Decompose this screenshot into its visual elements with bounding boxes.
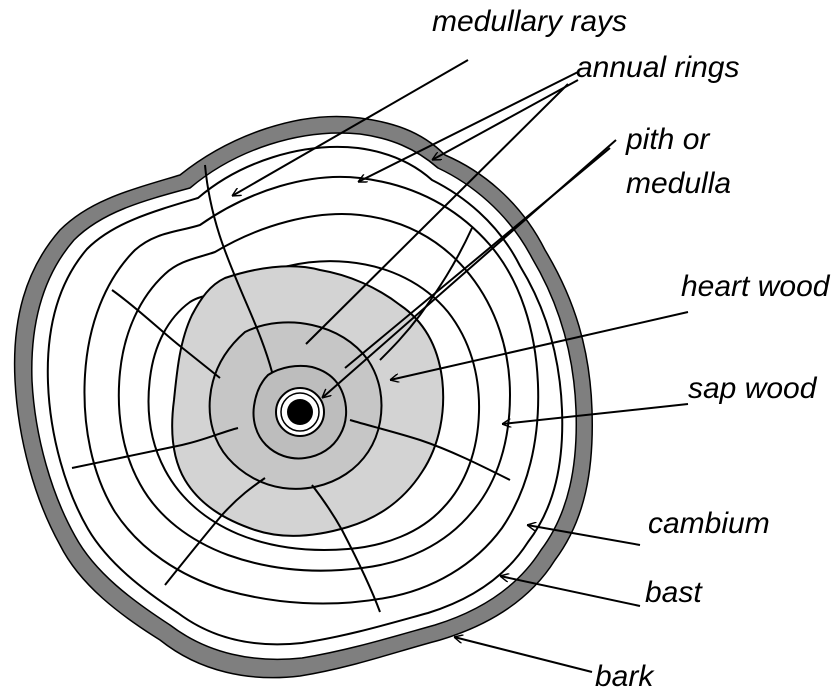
- label-pith-or-medulla: pith or medulla: [626, 118, 731, 206]
- label-bark: bark: [595, 661, 653, 693]
- label-pith-line2: medulla: [626, 162, 731, 206]
- label-cambium: cambium: [648, 508, 770, 540]
- label-sap-wood: sap wood: [688, 373, 816, 405]
- label-medullary-rays: medullary rays: [432, 6, 627, 38]
- bark-pointer: [454, 637, 592, 672]
- annual-rings-pointer-2: [432, 80, 578, 160]
- label-heart-wood: heart wood: [681, 271, 829, 303]
- label-annual-rings: annual rings: [576, 52, 739, 84]
- label-pith-line1: pith or: [626, 118, 731, 162]
- pith-core: [287, 399, 313, 425]
- label-bast: bast: [645, 577, 702, 609]
